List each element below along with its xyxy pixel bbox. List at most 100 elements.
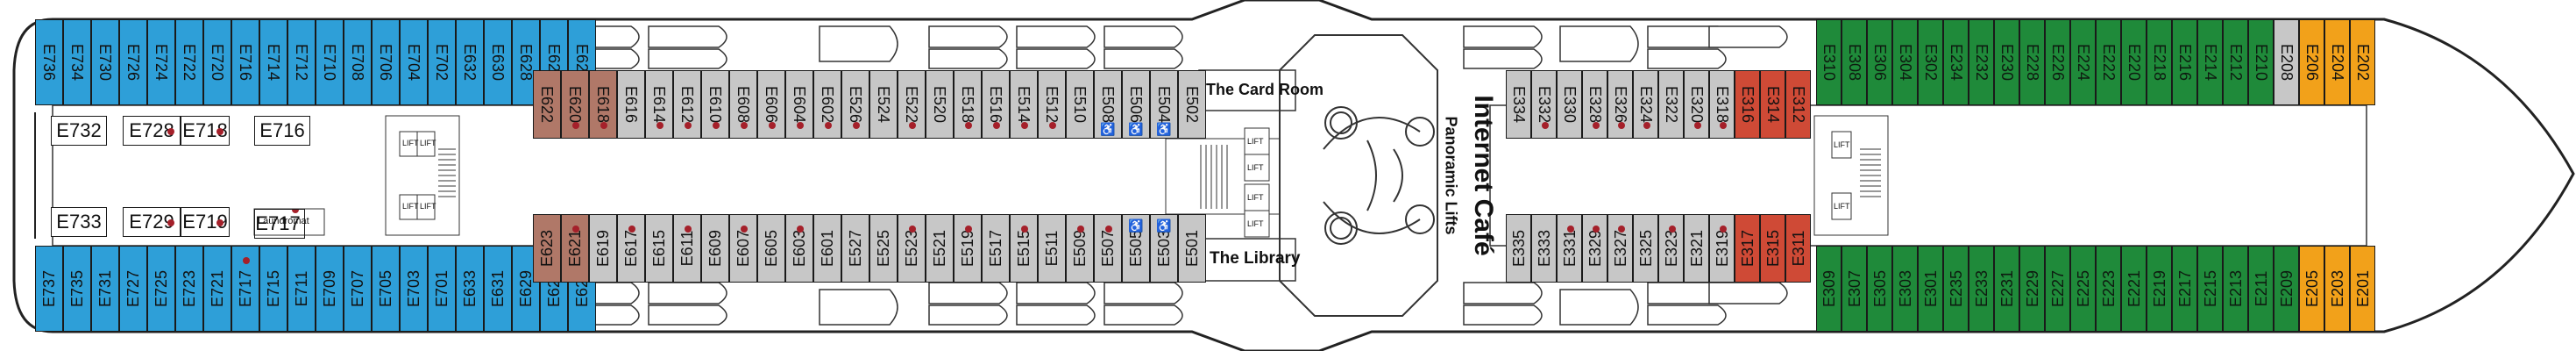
cabin[interactable]: E521 xyxy=(926,214,954,283)
cabin[interactable]: E516 xyxy=(982,70,1010,139)
cabin[interactable]: E633 xyxy=(456,246,484,332)
cabin[interactable]: E311 xyxy=(1785,214,1811,283)
cabin[interactable]: E225 xyxy=(2070,246,2096,332)
cabin[interactable]: E205 xyxy=(2299,246,2324,332)
cabin[interactable]: E523 xyxy=(898,214,926,283)
cabin[interactable]: E708 xyxy=(344,19,372,105)
cabin[interactable]: E231 xyxy=(1994,246,2019,332)
cabin[interactable]: E722 xyxy=(175,19,203,105)
cabin[interactable]: E707 xyxy=(344,246,372,332)
cabin[interactable]: E224 xyxy=(2070,19,2096,105)
cabin[interactable]: E216 xyxy=(2172,19,2197,105)
cabin[interactable]: E511 xyxy=(1038,214,1066,283)
cabin[interactable]: E301 xyxy=(1918,246,1943,332)
cabin[interactable]: E230 xyxy=(1994,19,2019,105)
cabin[interactable]: E203 xyxy=(2324,246,2350,332)
cabin[interactable]: E518 xyxy=(954,70,982,139)
cabin[interactable]: E608 xyxy=(729,70,757,139)
cabin[interactable]: E526 xyxy=(841,70,869,139)
cabin[interactable]: E501 xyxy=(1178,214,1206,283)
cabin[interactable]: E623 xyxy=(533,214,561,283)
cabin[interactable]: E505♿ xyxy=(1122,214,1150,283)
cabin[interactable]: E233 xyxy=(1969,246,1994,332)
cabin[interactable]: E502 xyxy=(1178,70,1206,139)
cabin[interactable]: E617 xyxy=(617,214,645,283)
cabin[interactable]: E709 xyxy=(316,246,344,332)
cabin[interactable]: E321 xyxy=(1684,214,1709,283)
cabin[interactable]: E312 xyxy=(1785,70,1811,139)
cabin[interactable]: E324 xyxy=(1633,70,1658,139)
cabin[interactable]: E614 xyxy=(645,70,673,139)
cabin[interactable]: E309 xyxy=(1816,246,1842,332)
cabin[interactable]: E719 xyxy=(181,207,230,237)
cabin[interactable]: E208 xyxy=(2274,19,2299,105)
cabin[interactable]: E601 xyxy=(813,214,841,283)
cabin[interactable]: E715 xyxy=(259,246,287,332)
cabin[interactable]: E307 xyxy=(1842,246,1867,332)
cabin[interactable]: E306 xyxy=(1867,19,1892,105)
cabin[interactable]: E610 xyxy=(701,70,729,139)
cabin[interactable]: E509 xyxy=(1066,214,1094,283)
cabin[interactable]: E504♿ xyxy=(1150,70,1178,139)
cabin[interactable]: E737 xyxy=(35,246,63,332)
cabin[interactable]: E316 xyxy=(1735,70,1760,139)
cabin[interactable]: E308 xyxy=(1842,19,1867,105)
cabin[interactable]: E204 xyxy=(2324,19,2350,105)
cabin[interactable]: E228 xyxy=(2019,19,2045,105)
cabin[interactable]: E314 xyxy=(1760,70,1785,139)
cabin[interactable]: E619 xyxy=(589,214,617,283)
cabin[interactable]: E335 xyxy=(1506,214,1531,283)
cabin[interactable]: E701 xyxy=(428,246,456,332)
cabin[interactable]: E630 xyxy=(484,19,512,105)
cabin[interactable]: E735 xyxy=(63,246,91,332)
cabin[interactable]: E222 xyxy=(2096,19,2121,105)
cabin[interactable]: E201 xyxy=(2350,246,2375,332)
cabin[interactable]: E209 xyxy=(2274,246,2299,332)
cabin[interactable]: E729 xyxy=(123,207,181,237)
cabin[interactable]: E714 xyxy=(259,19,287,105)
cabin[interactable]: E305 xyxy=(1867,246,1892,332)
cabin[interactable]: E229 xyxy=(2019,246,2045,332)
cabin[interactable]: E322 xyxy=(1658,70,1684,139)
cabin[interactable]: E704 xyxy=(400,19,428,105)
cabin[interactable]: E206 xyxy=(2299,19,2324,105)
cabin[interactable]: E620 xyxy=(561,70,589,139)
cabin[interactable]: E332 xyxy=(1531,70,1557,139)
cabin[interactable]: E732 xyxy=(51,116,107,146)
cabin[interactable]: E615 xyxy=(645,214,673,283)
cabin[interactable]: E711 xyxy=(287,246,316,332)
cabin[interactable]: E317 xyxy=(1735,214,1760,283)
cabin[interactable]: E718 xyxy=(181,116,230,146)
cabin[interactable]: E331 xyxy=(1557,214,1582,283)
cabin[interactable]: E733 xyxy=(51,207,107,237)
cabin[interactable]: E328 xyxy=(1582,70,1607,139)
cabin[interactable]: E730 xyxy=(91,19,119,105)
cabin[interactable]: E604 xyxy=(785,70,813,139)
cabin[interactable]: E514 xyxy=(1010,70,1038,139)
cabin[interactable]: E512 xyxy=(1038,70,1066,139)
cabin[interactable]: E304 xyxy=(1892,19,1918,105)
cabin[interactable]: E219 xyxy=(2147,246,2172,332)
cabin[interactable]: E202 xyxy=(2350,19,2375,105)
cabin[interactable]: E727 xyxy=(119,246,147,332)
cabin[interactable]: E510 xyxy=(1066,70,1094,139)
cabin[interactable]: E214 xyxy=(2197,19,2223,105)
cabin[interactable]: E319 xyxy=(1709,214,1735,283)
cabin[interactable]: E315 xyxy=(1760,214,1785,283)
cabin[interactable]: E525 xyxy=(869,214,898,283)
cabin[interactable]: E211 xyxy=(2248,246,2274,332)
cabin[interactable]: E210 xyxy=(2248,19,2274,105)
cabin[interactable]: E602 xyxy=(813,70,841,139)
cabin[interactable]: E702 xyxy=(428,19,456,105)
cabin[interactable]: E517 xyxy=(982,214,1010,283)
cabin[interactable]: E318 xyxy=(1709,70,1735,139)
cabin[interactable]: E507 xyxy=(1094,214,1122,283)
cabin[interactable]: E712 xyxy=(287,19,316,105)
cabin[interactable]: E724 xyxy=(147,19,175,105)
cabin[interactable]: E721 xyxy=(203,246,231,332)
cabin[interactable]: E226 xyxy=(2045,19,2070,105)
cabin[interactable]: E221 xyxy=(2121,246,2147,332)
cabin[interactable]: E215 xyxy=(2197,246,2223,332)
cabin[interactable]: E506♿ xyxy=(1122,70,1150,139)
cabin[interactable]: E212 xyxy=(2223,19,2248,105)
